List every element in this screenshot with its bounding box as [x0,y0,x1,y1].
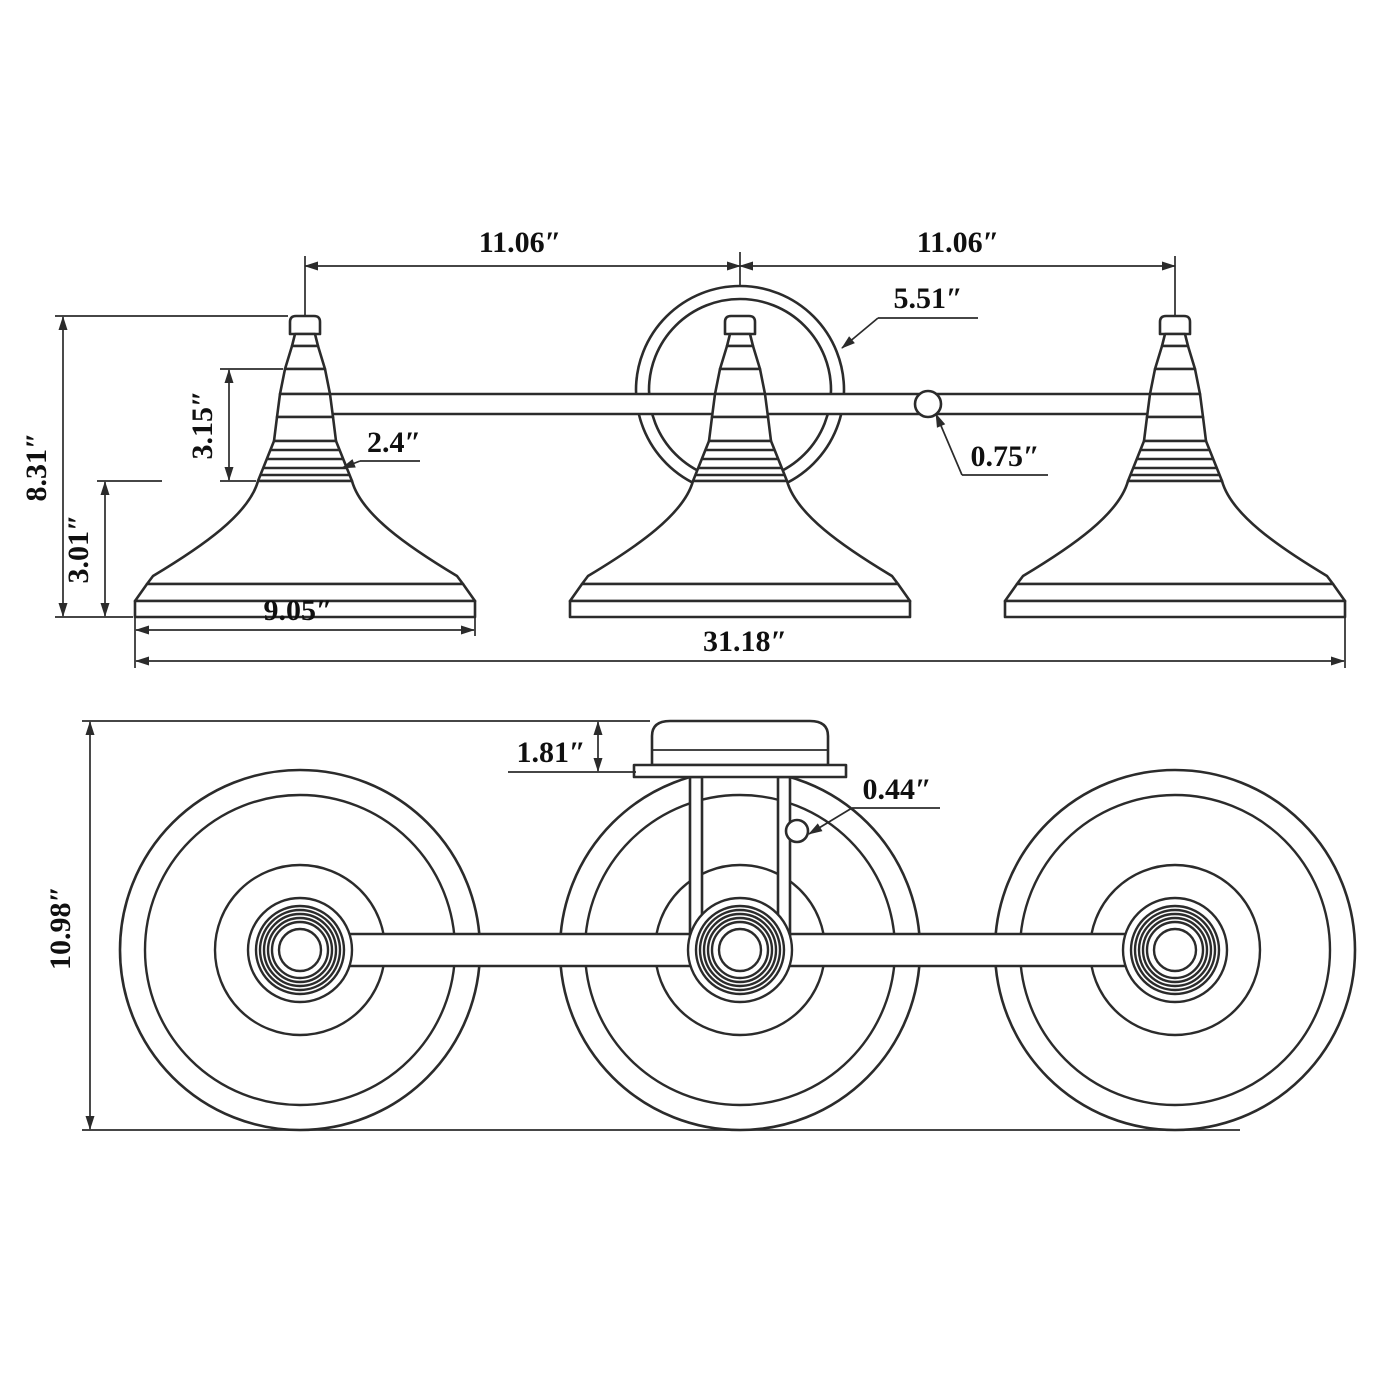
socket-left [246,896,354,1004]
dim-shade-diameter: 9.05″ [263,594,332,627]
dim-rod-diameter: 0.44″ [862,773,931,806]
socket-right [1121,896,1229,1004]
lamp-left [133,314,477,619]
rod-ball [784,818,810,844]
dim-arm-diameter: 0.75″ [970,440,1039,473]
lamp-right [1003,314,1347,619]
arm-ball [913,389,943,419]
bottom-view: 10.98″ 1.81″ 0.44″ [44,719,1357,1132]
dim-overall-height: 8.31″ [20,432,53,501]
dim-backplate-diameter: 5.51″ [893,282,962,315]
dim-overall-depth: 10.98″ [44,886,77,970]
dim-spacing-left: 11.06″ [479,226,561,259]
dim-neck-width: 2.4″ [367,426,421,459]
bottom-view-geometry [118,719,1357,1132]
socket-center [686,896,794,1004]
front-view-dimensions: 11.06″ 11.06″ 5.51″ 8.31″ 3.15″ 2.4″ 0.7 [20,226,1346,668]
dim-shade-height: 3.01″ [62,514,95,583]
dim-spacing-right: 11.06″ [917,226,999,259]
canopy-dome [650,719,830,767]
dim-canopy-depth: 1.81″ [516,736,585,769]
bottom-view-dimensions: 10.98″ 1.81″ 0.44″ [44,720,1240,1131]
dim-overall-width: 31.18″ [703,625,787,658]
front-view-geometry [133,284,1347,619]
canopy-flange [632,763,848,779]
dim-neck-height: 3.15″ [186,390,219,459]
front-view: 11.06″ 11.06″ 5.51″ 8.31″ 3.15″ 2.4″ 0.7 [20,226,1347,668]
lamp-center [568,314,912,619]
